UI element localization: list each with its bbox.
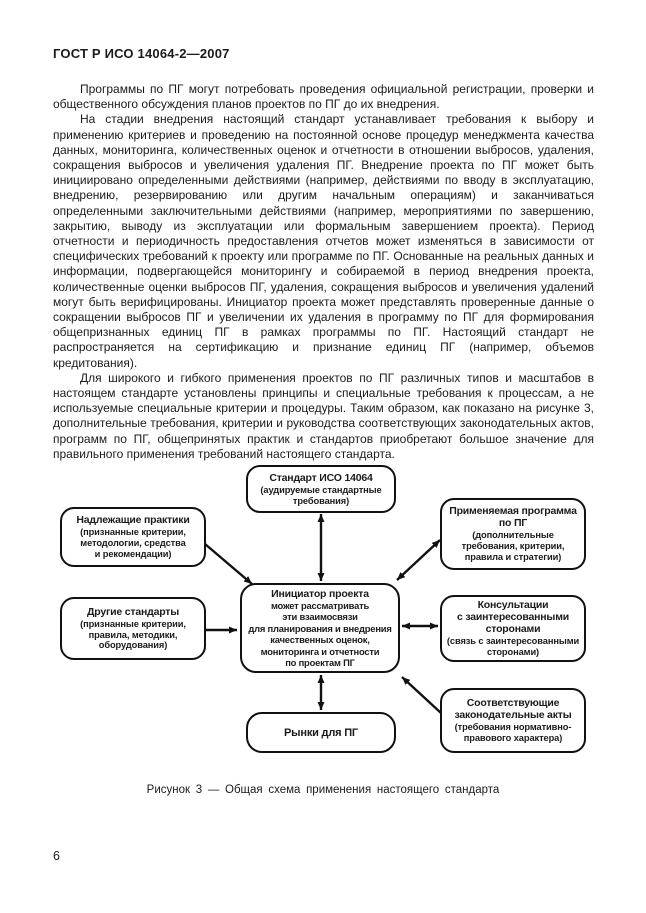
box-title: Стандарт ИСО 14064 [269,471,373,484]
diagram-box-legal-acts: Соответствующие законодательные акты (тр… [440,688,586,753]
box-title: Консультации с заинтересованными сторона… [456,599,570,636]
paragraph-2: На стадии внедрения настоящий стандарт у… [53,112,594,370]
diagram-box-other-standards: Другие стандарты (признанные критерии, п… [60,597,206,660]
box-subtitle: (требования нормативно- правового характ… [454,722,572,743]
box-title: Рынки для ПГ [284,726,358,739]
diagram-box-applied-ghg-program: Применяемая программа по ПГ (дополнитель… [440,498,586,570]
figure-3-diagram: Стандарт ИСО 14064 (аудируемые стандартн… [0,450,646,780]
diagram-arrows [204,514,442,714]
box-subtitle: (связь с заинтересованными сторонами) [446,636,580,657]
diagram-box-ghg-markets: Рынки для ПГ [246,712,396,753]
figure-caption: Рисунок 3 — Общая схема применения насто… [146,784,500,796]
body-text: Программы по ПГ могут потребовать провед… [53,82,594,462]
box-title: Инициатор проекта [271,587,369,600]
box-subtitle: (дополнительные требования, критерии, пр… [461,530,565,562]
box-subtitle: (признанные критерии, методологии, средс… [80,527,186,559]
box-subtitle: (признанные критерии, правила, методики,… [80,618,186,651]
diagram-box-stakeholder-consultations: Консультации с заинтересованными сторона… [440,595,586,662]
box-body: может рассматривать эти взаимосвязи для … [248,599,392,669]
box-title: Соответствующие законодательные акты [454,697,572,722]
diagram-box-project-initiator: Инициатор проекта может рассматривать эт… [240,583,400,673]
diagram-box-good-practices: Надлежащие практики (признанные критерии… [60,507,206,567]
paragraph-3: Для широкого и гибкого применения проект… [53,370,594,461]
paragraph-1: Программы по ПГ могут потребовать провед… [53,82,594,112]
box-subtitle: (аудируемые стандартные требования) [260,484,382,506]
box-title: Надлежащие практики [76,514,190,527]
box-title: Другие стандарты [86,605,180,618]
page-number: 6 [53,849,60,863]
box-title: Применяемая программа по ПГ [449,505,577,530]
diagram-box-standard-iso-14064: Стандарт ИСО 14064 (аудируемые стандартн… [246,465,396,513]
page-header: ГОСТ Р ИСО 14064-2—2007 [53,46,230,61]
